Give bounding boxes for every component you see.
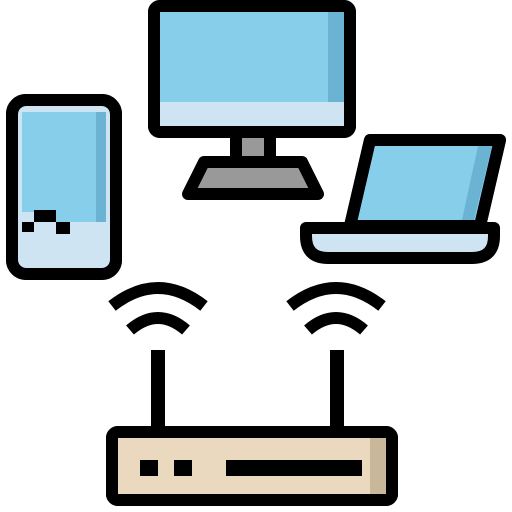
- phone-screen-shade: [96, 112, 106, 222]
- laptop-base: [300, 222, 500, 264]
- monitor-screen-shade: [328, 12, 344, 126]
- smartphone-icon: [6, 94, 122, 280]
- wifi-right-arc-outer: [286, 282, 386, 311]
- phone-pixel-3: [22, 222, 34, 232]
- phone-pixel-1: [34, 210, 56, 222]
- laptop-screen-shade: [462, 146, 492, 220]
- wifi-router-icon: [106, 350, 398, 506]
- wifi-signal-icon: [108, 282, 386, 335]
- router-port-slot: [226, 460, 362, 476]
- router-antenna-left: [151, 350, 165, 430]
- phone-pixel-2: [56, 222, 70, 234]
- router-body-shade: [370, 438, 386, 494]
- phone-screen: [22, 112, 104, 222]
- monitor-icon: [148, 0, 356, 200]
- wifi-right-arc-inner: [304, 312, 368, 335]
- router-led-2: [174, 460, 192, 476]
- router-antenna-right: [330, 350, 344, 430]
- wifi-left-arc-inner: [126, 312, 190, 335]
- phone-screen-steps: [22, 212, 34, 222]
- router-led-1: [140, 460, 158, 476]
- monitor-stand-base: [182, 156, 324, 200]
- monitor-screen-base: [160, 102, 344, 126]
- laptop-icon: [300, 134, 506, 264]
- wifi-left-arc-outer: [108, 282, 208, 311]
